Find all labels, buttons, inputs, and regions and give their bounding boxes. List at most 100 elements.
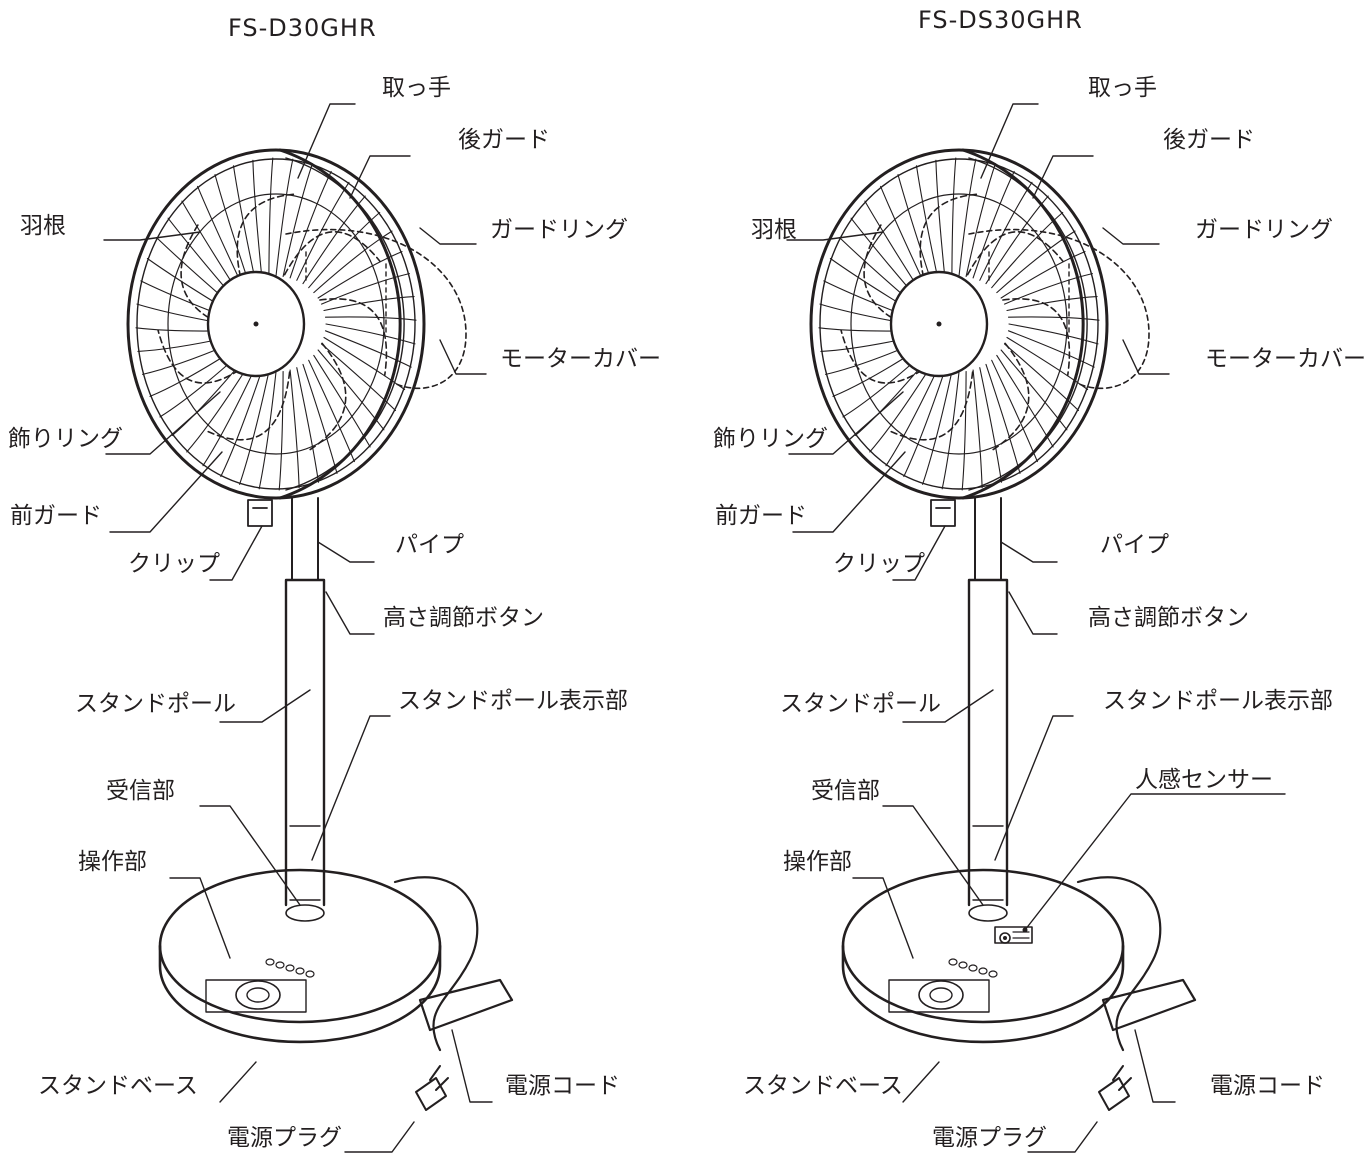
- guard-spoke: [979, 367, 1003, 483]
- sensor-leader: [1022, 793, 1286, 933]
- dial: [235, 980, 281, 1010]
- guard-spoke: [296, 181, 350, 281]
- stand-base-top: [841, 868, 1125, 1024]
- guard-spoke: [935, 159, 946, 279]
- label-pole-display: スタンドポール表示部: [1103, 688, 1333, 714]
- guard-spoke: [275, 158, 294, 277]
- stand-base-edge: [841, 944, 1125, 1044]
- label-height-button: 高さ調節ボタン: [383, 605, 544, 631]
- stand-pole: [967, 578, 1009, 907]
- guard-spoke: [308, 211, 381, 289]
- power-cord: [393, 876, 514, 1052]
- leader-line: [994, 715, 1074, 861]
- guard-spoke: [996, 354, 1054, 448]
- control-button: [948, 958, 958, 966]
- diagram-panel-left: FS-D30GHR 取っ手 後ガード 羽根 ガードリング モーターカバー 飾りリ…: [8, 14, 661, 1153]
- guard-spoke: [289, 170, 332, 279]
- label-stand-pole: スタンドポール: [75, 691, 236, 717]
- leader-line: [1122, 339, 1170, 375]
- guard-spoke: [996, 230, 1076, 294]
- leader-line: [788, 391, 904, 455]
- diagram-panel-right: FS-DS30GHR 取っ手 後ガード 羽根 ガードリング モーターカバー 飾り…: [683, 0, 1366, 1163]
- label-controls: 操作部: [78, 849, 147, 875]
- guard-spoke: [958, 158, 977, 277]
- stand-base-edge: [158, 944, 442, 1044]
- guard-spoke: [951, 157, 957, 278]
- label-clip: クリップ: [128, 551, 220, 577]
- leader-line: [439, 339, 487, 375]
- label-pole-display: スタンドポール表示部: [398, 688, 628, 714]
- guard-spoke: [282, 163, 313, 278]
- guard-spoke: [1003, 343, 1080, 412]
- guard-spoke: [324, 316, 417, 321]
- guard-ring-inner: [968, 157, 1088, 491]
- guard-spoke: [324, 330, 412, 368]
- leader-line: [1134, 1029, 1176, 1103]
- stand-assembly: [158, 497, 514, 1111]
- guard-spoke: [965, 163, 996, 278]
- dial-inner: [246, 987, 270, 1003]
- guard-spoke: [202, 367, 256, 467]
- blade-edge: [307, 342, 347, 452]
- guard-spoke: [214, 174, 250, 285]
- guard-spoke: [323, 296, 415, 312]
- guard-spoke: [897, 174, 933, 285]
- guard-spoke: [880, 185, 927, 289]
- label-handle: 取っ手: [1088, 75, 1157, 101]
- label-front-guard: 前ガード: [10, 503, 102, 529]
- leader-line: [105, 391, 221, 455]
- fan-illustration: [103, 103, 514, 1153]
- guard-spoke: [317, 251, 403, 299]
- control-button: [968, 964, 978, 972]
- leader-line: [209, 525, 263, 581]
- model-name: FS-DS30GHR: [918, 6, 1083, 34]
- guard-spoke: [922, 370, 953, 485]
- control-panel: [205, 979, 307, 1013]
- dial: [918, 980, 964, 1010]
- front-guard-inner: [819, 158, 1099, 490]
- leader-line: [1000, 541, 1058, 563]
- guard-spoke: [972, 369, 983, 489]
- label-pipe: パイプ: [1100, 532, 1169, 558]
- center-dot: [253, 321, 259, 327]
- guard-spoke: [313, 230, 393, 294]
- label-decor-ring: 飾りリング: [713, 426, 828, 452]
- pipe: [974, 497, 1002, 581]
- blade-edge: [966, 231, 1064, 276]
- guard-spoke: [1007, 330, 1095, 368]
- label-receiver: 受信部: [811, 778, 880, 804]
- control-button: [305, 970, 315, 978]
- leader-line: [103, 231, 201, 241]
- label-motor-cover: モーターカバー: [500, 346, 661, 372]
- leader-line: [219, 1061, 257, 1103]
- label-rear-guard: 後ガード: [1163, 127, 1255, 153]
- leader-line: [786, 231, 884, 241]
- label-blade: 羽根: [20, 213, 66, 239]
- front-guard-mid: [167, 193, 385, 455]
- fan-illustration: [786, 103, 1286, 1153]
- guard-spoke: [252, 159, 263, 279]
- leader-line: [219, 689, 311, 723]
- leader-line: [325, 591, 375, 635]
- blade-hidden: [157, 193, 388, 452]
- blade-edge: [319, 298, 388, 377]
- guard-spoke: [296, 367, 320, 483]
- label-stand-pole: スタンドポール: [780, 691, 941, 717]
- guard-spoke: [320, 343, 397, 412]
- blade-edge: [283, 231, 381, 276]
- leader-line: [980, 103, 1039, 179]
- guard-spoke: [915, 165, 939, 281]
- label-stand-base: スタンドベース: [38, 1073, 198, 1099]
- leader-line: [882, 805, 984, 906]
- label-power-plug: 電源プラグ: [932, 1125, 1047, 1151]
- blade-edge: [1002, 298, 1071, 377]
- control-button: [988, 970, 998, 978]
- rear-guard-shell: [961, 148, 1085, 500]
- guard-spoke: [1000, 251, 1086, 299]
- guard-spoke: [1008, 323, 1099, 345]
- blade-edge: [236, 193, 298, 288]
- blade-edge: [990, 342, 1030, 452]
- blade-edge: [889, 371, 974, 441]
- label-clip: クリップ: [833, 551, 925, 577]
- dial-inner: [929, 987, 953, 1003]
